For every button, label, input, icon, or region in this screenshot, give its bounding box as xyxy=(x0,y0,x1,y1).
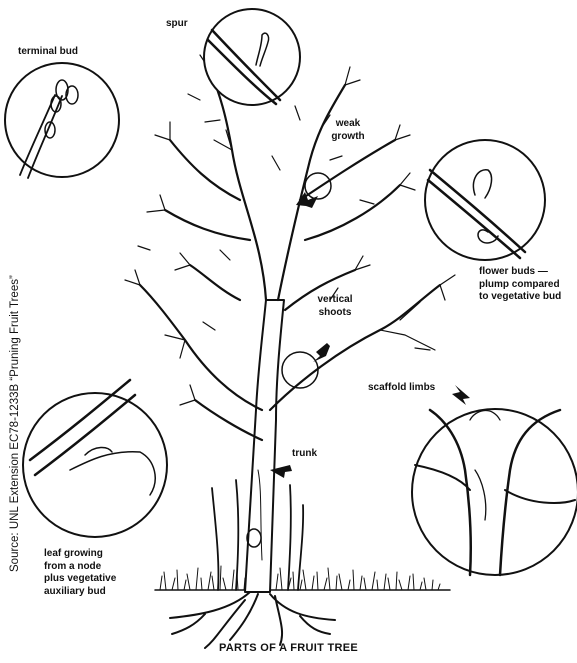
weak-growth-marker xyxy=(305,173,331,199)
twigs xyxy=(125,52,455,405)
label-weak-growth: weak growth xyxy=(318,118,378,143)
scaffold-limbs-detail xyxy=(412,409,577,575)
label-leaf-node-line-2: from a node xyxy=(44,561,116,574)
label-flower-buds-line-2: plump compared xyxy=(479,279,561,292)
label-flower-buds: flower buds — plump compared to vegetati… xyxy=(479,266,561,304)
label-flower-buds-line-1: flower buds — xyxy=(479,266,561,279)
label-scaffold-limbs: scaffold limbs xyxy=(368,382,435,395)
leaf-node-detail xyxy=(23,380,167,537)
label-leaf-node: leaf growing from a node plus vegetative… xyxy=(44,548,116,598)
label-leaf-node-line-3: plus vegetative xyxy=(44,573,116,586)
figure-caption: PARTS OF A FRUIT TREE xyxy=(0,642,577,655)
label-leaf-node-line-1: leaf growing xyxy=(44,548,116,561)
label-flower-buds-line-3: to vegetative bud xyxy=(479,291,561,304)
terminal-bud-detail xyxy=(5,63,119,178)
label-spur: spur xyxy=(166,18,188,31)
label-terminal-bud: terminal bud xyxy=(18,46,78,59)
trunk-shape xyxy=(245,300,284,592)
spur-detail xyxy=(204,9,300,105)
grass xyxy=(155,566,450,590)
source-credit: Source: UNL Extension EC78-1233B “Prunin… xyxy=(8,346,22,572)
label-vertical-shoots: vertical shoots xyxy=(310,294,360,319)
label-weak-growth-line-1: weak xyxy=(318,118,378,131)
label-leaf-node-line-4: auxiliary bud xyxy=(44,586,116,599)
roots xyxy=(170,592,335,648)
label-weak-growth-line-2: growth xyxy=(318,131,378,144)
label-trunk: trunk xyxy=(292,448,317,461)
label-vertical-shoots-line-2: shoots xyxy=(310,307,360,320)
label-vertical-shoots-line-1: vertical xyxy=(310,294,360,307)
flower-buds-detail xyxy=(425,140,545,260)
